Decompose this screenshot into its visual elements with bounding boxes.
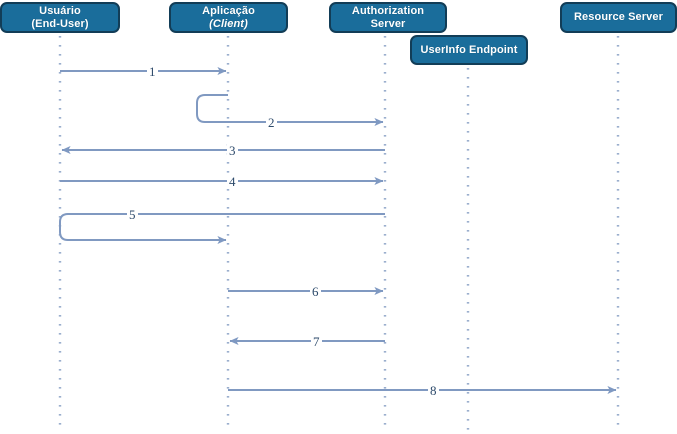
message-number-7: 7: [311, 334, 322, 349]
participant-label-primary: Aplicação: [202, 4, 255, 17]
participant-box-aplicacao[interactable]: Aplicação(Client): [169, 2, 288, 33]
participant-label-secondary: (Client): [209, 17, 248, 30]
message-number-8: 8: [428, 383, 439, 398]
message-number-4: 4: [227, 174, 238, 189]
message-arrow-2[interactable]: [196, 94, 384, 126]
message-arrow-5[interactable]: [59, 213, 385, 244]
participant-box-usuario[interactable]: Usuário(End-User): [0, 2, 120, 33]
participant-box-userinfo[interactable]: UserInfo Endpoint: [410, 35, 528, 65]
participant-label-primary: Usuário: [39, 4, 81, 17]
participant-label-primary: Resource Server: [574, 11, 663, 23]
message-number-2: 2: [266, 115, 277, 130]
message-number-5: 5: [127, 207, 138, 222]
lifelines-group: [58, 36, 620, 430]
message-number-6: 6: [310, 284, 321, 299]
message-number-1: 1: [147, 64, 158, 79]
participant-label-secondary: (End-User): [31, 17, 89, 30]
messages-group: [59, 67, 617, 394]
participant-label-primary: UserInfo Endpoint: [420, 43, 518, 56]
message-number-3: 3: [227, 143, 238, 158]
participant-box-resource[interactable]: Resource Server: [560, 2, 677, 33]
participant-label-secondary: Server: [370, 17, 406, 30]
participant-label-primary: Authorization: [351, 4, 425, 17]
